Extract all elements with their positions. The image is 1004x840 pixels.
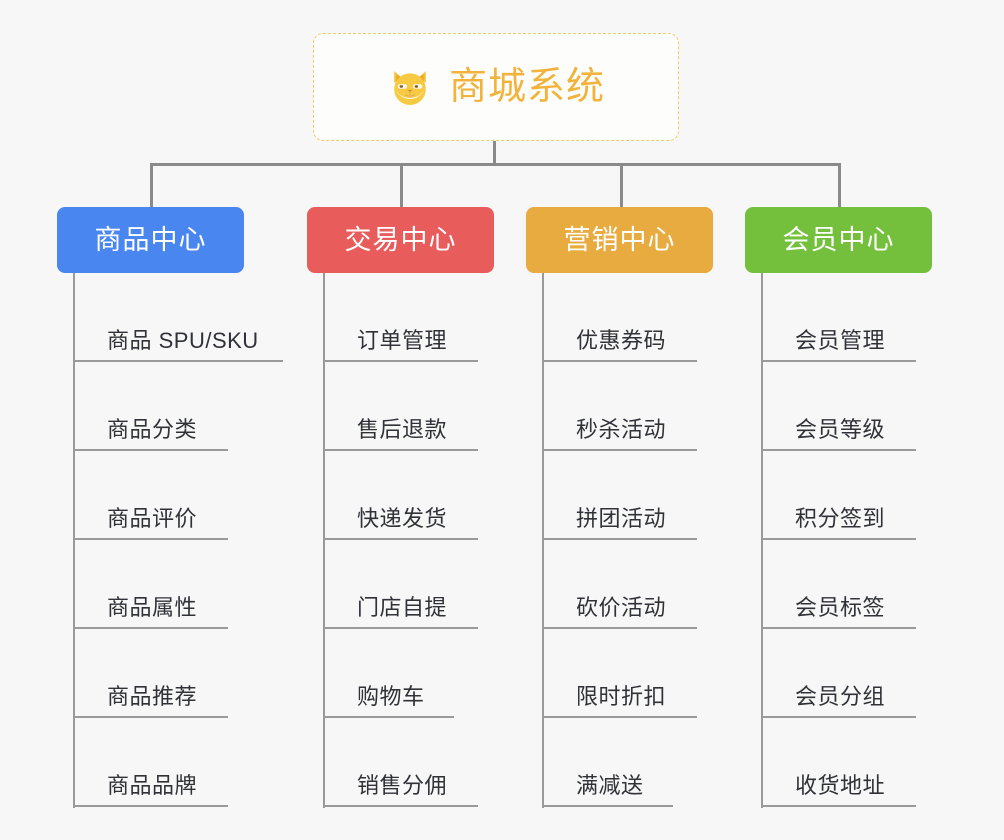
category-label-marketing-center: 营销中心 — [563, 224, 676, 255]
leaf-item-aftersale-refund[interactable]: 售后退款 — [323, 362, 478, 451]
leaf-label: 订单管理 — [357, 328, 448, 353]
leaf-label: 会员标签 — [795, 595, 886, 620]
leaf-item-shipping-address[interactable]: 收货地址 — [761, 718, 916, 807]
category-label-trade-center: 交易中心 — [344, 224, 457, 255]
category-box-trade-center[interactable]: 交易中心 — [307, 207, 494, 273]
leaf-label: 购物车 — [357, 684, 425, 709]
leaf-item-product-category[interactable]: 商品分类 — [73, 362, 228, 451]
connector-bus — [150, 163, 839, 166]
leaf-label: 拼团活动 — [576, 506, 667, 531]
connector-drop-2 — [400, 163, 403, 208]
leaf-label: 售后退款 — [357, 417, 448, 442]
leaf-label: 收货地址 — [795, 773, 886, 798]
connector-drop-3 — [620, 163, 623, 208]
leaf-label: 销售分佣 — [357, 773, 448, 798]
leaf-item-order-management[interactable]: 订单管理 — [323, 273, 478, 362]
leaf-label: 优惠券码 — [576, 328, 667, 353]
category-label-product-center: 商品中心 — [94, 224, 207, 255]
leaf-item-product-brand[interactable]: 商品品牌 — [73, 718, 228, 807]
leaf-label: 商品分类 — [107, 417, 198, 442]
leaf-label: 满减送 — [576, 773, 644, 798]
leaf-item-group-buying[interactable]: 拼团活动 — [542, 451, 697, 540]
leaf-spine-marketing-center — [542, 273, 544, 808]
category-box-member-center[interactable]: 会员中心 — [745, 207, 932, 273]
leaf-item-sales-commission[interactable]: 销售分佣 — [323, 718, 478, 807]
leaf-label: 快递发货 — [357, 506, 448, 531]
leaf-label: 会员等级 — [795, 417, 886, 442]
leaf-item-member-level[interactable]: 会员等级 — [761, 362, 916, 451]
category-label-member-center: 会员中心 — [782, 224, 895, 255]
leaf-spine-product-center — [73, 273, 75, 808]
leaf-item-bargain-activity[interactable]: 砍价活动 — [542, 540, 697, 629]
connector-drop-4 — [838, 163, 841, 208]
leaf-item-store-pickup[interactable]: 门店自提 — [323, 540, 478, 629]
leaf-item-points-checkin[interactable]: 积分签到 — [761, 451, 916, 540]
leaf-item-full-reduction-gift[interactable]: 满减送 — [542, 718, 673, 807]
category-box-marketing-center[interactable]: 营销中心 — [526, 207, 713, 273]
leaf-label: 商品推荐 — [107, 684, 198, 709]
leaf-label: 积分签到 — [795, 506, 886, 531]
leaf-item-member-tag[interactable]: 会员标签 — [761, 540, 916, 629]
leaf-spine-trade-center — [323, 273, 325, 808]
leaf-label: 会员管理 — [795, 328, 886, 353]
connector-root-stem — [493, 141, 496, 166]
leaf-label: 砍价活动 — [576, 595, 667, 620]
leaf-label: 会员分组 — [795, 684, 886, 709]
leaf-label: 门店自提 — [357, 595, 448, 620]
leaf-item-product-attribute[interactable]: 商品属性 — [73, 540, 228, 629]
leaf-label: 商品属性 — [107, 595, 198, 620]
shiba-dog-icon — [394, 71, 426, 106]
leaf-label: 秒杀活动 — [576, 417, 667, 442]
leaf-label: 限时折扣 — [576, 684, 667, 709]
leaf-item-member-management[interactable]: 会员管理 — [761, 273, 916, 362]
root-node-mall-system[interactable]: 商城系统 — [313, 33, 679, 141]
connector-drop-1 — [150, 163, 153, 208]
category-box-product-center[interactable]: 商品中心 — [57, 207, 244, 273]
leaf-label: 商品评价 — [107, 506, 198, 531]
root-node-title: 商城系统 — [448, 66, 605, 108]
leaf-item-product-review[interactable]: 商品评价 — [73, 451, 228, 540]
leaf-item-shopping-cart[interactable]: 购物车 — [323, 629, 454, 718]
leaf-item-product-recommend[interactable]: 商品推荐 — [73, 629, 228, 718]
leaf-item-express-shipping[interactable]: 快递发货 — [323, 451, 478, 540]
leaf-item-limited-discount[interactable]: 限时折扣 — [542, 629, 697, 718]
leaf-label: 商品 SPU/SKU — [107, 328, 259, 353]
leaf-item-flash-sale[interactable]: 秒杀活动 — [542, 362, 697, 451]
leaf-item-product-spu-sku[interactable]: 商品 SPU/SKU — [73, 273, 283, 362]
leaf-item-member-group[interactable]: 会员分组 — [761, 629, 916, 718]
leaf-spine-member-center — [761, 273, 763, 808]
leaf-item-coupon-code[interactable]: 优惠券码 — [542, 273, 697, 362]
leaf-label: 商品品牌 — [107, 773, 198, 798]
